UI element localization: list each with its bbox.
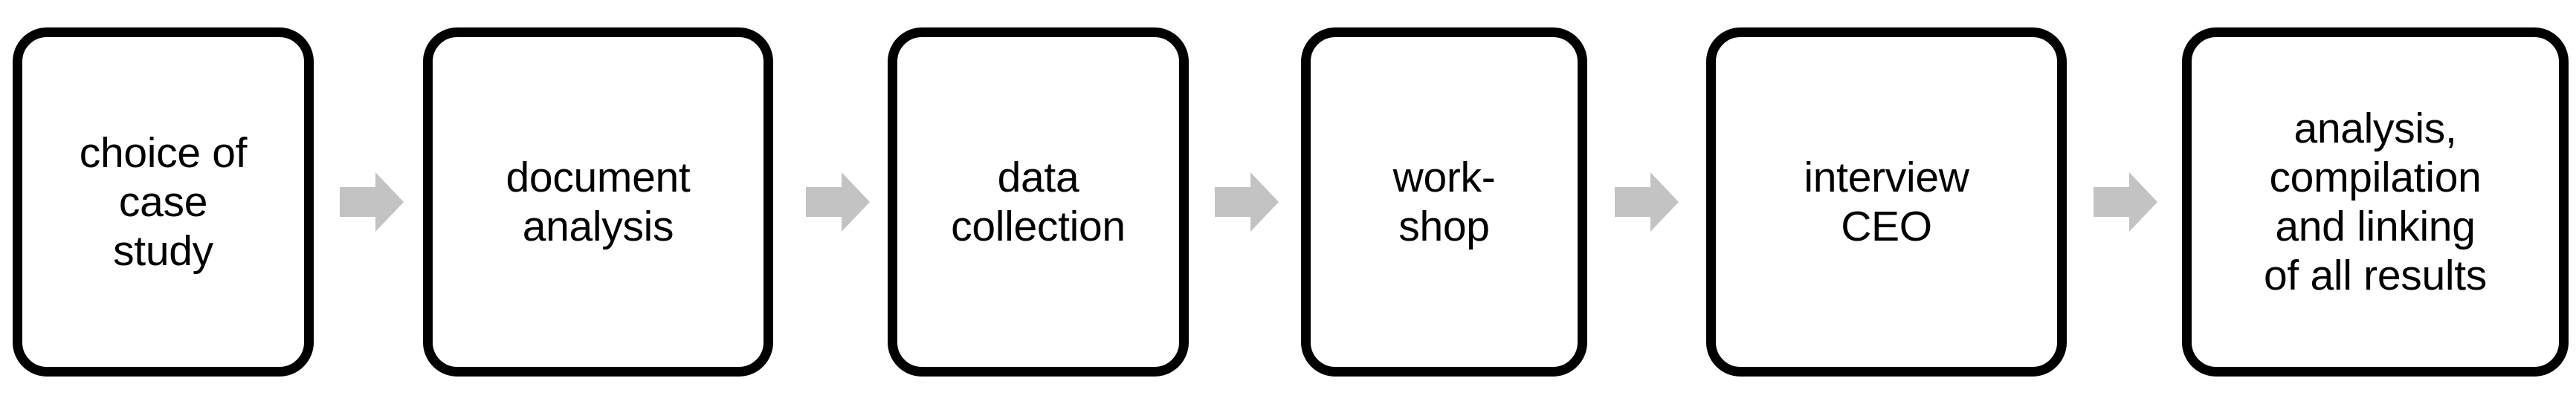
process-step-1-choice-of-case-study[interactable]: choice of case study bbox=[13, 27, 314, 377]
arrow-right-icon bbox=[1215, 172, 1279, 232]
process-step-3-data-collection[interactable]: data collection bbox=[888, 27, 1189, 377]
process-step-6-analysis-compilation-linking[interactable]: analysis, compilation and linking of all… bbox=[2182, 27, 2569, 377]
process-step-6-label: analysis, compilation and linking of all… bbox=[2264, 104, 2487, 300]
process-step-4-workshop[interactable]: work- shop bbox=[1301, 27, 1587, 377]
arrow-right-icon bbox=[340, 172, 404, 232]
arrow-right-icon bbox=[1615, 172, 1679, 232]
process-step-2-label: document analysis bbox=[506, 153, 691, 250]
arrow-right-icon-5 bbox=[2094, 172, 2157, 232]
arrow-right-icon-3 bbox=[1215, 172, 1279, 232]
process-step-3-label: data collection bbox=[951, 153, 1126, 250]
process-step-5-label: interview CEO bbox=[1804, 153, 1969, 250]
arrow-right-icon-4 bbox=[1615, 172, 1679, 232]
arrow-right-icon-1 bbox=[340, 172, 404, 232]
arrow-right-icon bbox=[2094, 172, 2157, 232]
process-step-4-label: work- shop bbox=[1392, 153, 1496, 250]
process-step-1-label: choice of case study bbox=[79, 128, 248, 276]
arrow-right-icon bbox=[806, 172, 870, 232]
process-step-2-document-analysis[interactable]: document analysis bbox=[423, 27, 773, 377]
arrow-right-icon-2 bbox=[806, 172, 870, 232]
process-step-5-interview-ceo[interactable]: interview CEO bbox=[1706, 27, 2067, 377]
